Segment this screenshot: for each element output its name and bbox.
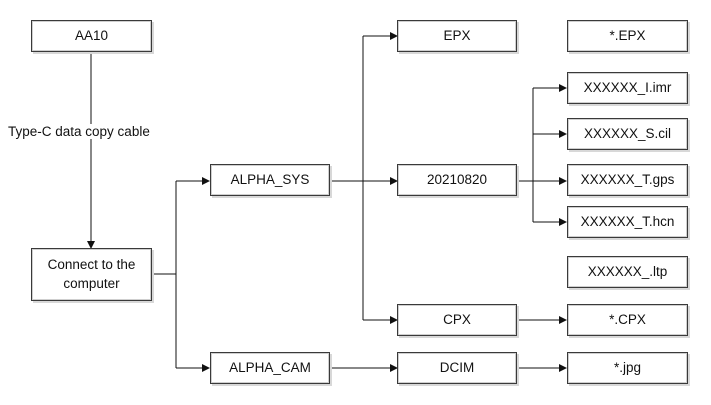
node-epx: EPX — [397, 20, 517, 52]
edge-label-type-c: Type-C data copy cable — [8, 124, 150, 139]
node-jpg-files: *.jpg — [567, 352, 688, 384]
node-dcim: DCIM — [397, 352, 517, 384]
node-cil-file: XXXXXX_S.cil — [567, 118, 688, 150]
node-hcn-file: XXXXXX_T.hcn — [567, 206, 688, 238]
node-cpx-files: *.CPX — [567, 304, 688, 336]
node-aa10: AA10 — [31, 20, 152, 52]
node-alpha-sys: ALPHA_SYS — [210, 164, 330, 196]
node-alpha-cam: ALPHA_CAM — [210, 352, 330, 384]
node-connect-computer: Connect to the computer — [31, 248, 152, 301]
node-epx-files: *.EPX — [567, 20, 688, 52]
node-cpx: CPX — [397, 304, 517, 336]
node-ltp-file: XXXXXX_.ltp — [567, 256, 688, 288]
node-gps-file: XXXXXX_T.gps — [567, 164, 688, 196]
node-imr-file: XXXXXX_I.imr — [567, 72, 688, 104]
node-20210820: 20210820 — [397, 164, 517, 196]
